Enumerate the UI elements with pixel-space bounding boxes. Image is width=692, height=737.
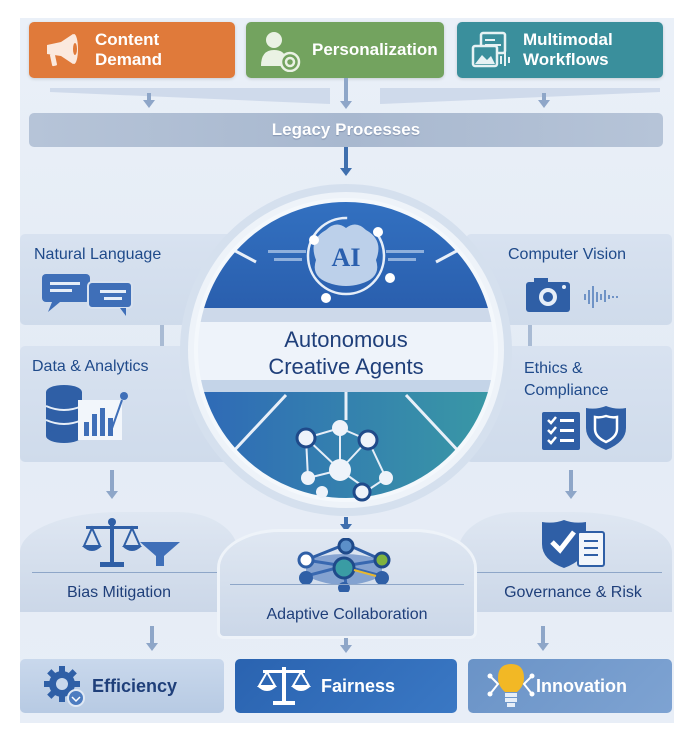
arrow-down-icon [106, 491, 118, 499]
checklist-shield-icon [542, 406, 626, 450]
center-title-line1: Autonomous [284, 327, 408, 352]
outcome-fairness: Fairness [235, 659, 457, 713]
arrow-down-icon [538, 100, 550, 108]
arrow-shaft [542, 93, 546, 101]
divider [230, 584, 464, 585]
middle-label: Governance & Risk [504, 584, 642, 601]
divider [476, 572, 662, 573]
center-title-line2: Creative Agents [268, 354, 423, 379]
arrow-down-icon [340, 524, 352, 532]
camera-icon [526, 278, 618, 312]
legacy-processes-bar: Legacy Processes [29, 113, 663, 147]
arrow-shaft [110, 470, 114, 492]
arrow-shaft [147, 93, 151, 101]
capability-label: Computer Vision [508, 246, 626, 263]
middle-label: Adaptive Collaboration [266, 606, 428, 623]
outcome-label: Fairness [321, 675, 396, 696]
driver-label: Personalization [312, 40, 438, 59]
bias-mitigation-panel: Bias Mitigation [20, 512, 238, 612]
connector [160, 325, 164, 346]
arrow-shaft [150, 626, 154, 644]
arrow-shaft [344, 638, 348, 646]
arrow-shaft [344, 147, 348, 169]
governance-risk-panel: Governance & Risk [458, 512, 672, 612]
arrow-down-icon [537, 643, 549, 651]
megaphone-icon [47, 34, 78, 67]
driver-label: Content Demand [95, 30, 163, 69]
scale-icon [257, 667, 311, 705]
arrow-down-icon [340, 645, 352, 653]
arrow-shaft [569, 470, 573, 492]
outcome-label: Efficiency [92, 675, 178, 696]
ai-brain-icon [268, 216, 424, 303]
arrow-shaft [344, 78, 348, 102]
driver-personalization: Personalization [246, 22, 444, 78]
arrow-shaft [541, 626, 545, 644]
connector [528, 325, 532, 346]
capability-ethics-compliance: Ethics & Compliance [466, 346, 672, 462]
driver-multimodal-workflows: Multimodal Workflows [457, 22, 663, 78]
arrow-shaft [344, 517, 348, 525]
central-agent-hub: AI Autonomous Creative Agents [180, 184, 512, 516]
lightbulb-icon [487, 664, 535, 707]
arrow-down-icon [143, 100, 155, 108]
middle-label: Bias Mitigation [66, 584, 172, 601]
converging-connectors [50, 88, 660, 104]
driver-content-demand: Content Demand [29, 22, 235, 78]
divider [32, 572, 228, 573]
outcome-label: Innovation [536, 675, 627, 696]
capability-label: Ethics & Compliance [524, 360, 609, 399]
arrow-down-icon [340, 168, 352, 176]
outcome-innovation: Innovation [468, 659, 672, 713]
capability-label: Natural Language [34, 246, 162, 263]
chat-bubbles-icon [42, 274, 133, 316]
shield-document-icon [542, 520, 605, 568]
arrow-down-icon [146, 643, 158, 651]
outcome-efficiency: Efficiency [20, 659, 224, 713]
driver-label: Multimodal Workflows [523, 30, 613, 69]
gear-icon [44, 666, 85, 707]
ai-badge: AI [332, 243, 361, 272]
multimedia-icon [471, 31, 510, 68]
adaptive-collaboration-panel: Adaptive Collaboration [220, 532, 474, 636]
legacy-label: Legacy Processes [271, 120, 421, 139]
user-target-icon [261, 32, 301, 72]
scale-funnel-icon [82, 518, 180, 567]
arrow-down-icon [565, 491, 577, 499]
database-chart-icon [45, 385, 128, 443]
collaboration-network-icon [297, 538, 391, 592]
capability-label: Data & Analytics [32, 358, 149, 375]
network-icon [295, 420, 393, 502]
arrow-down-icon [340, 101, 352, 109]
